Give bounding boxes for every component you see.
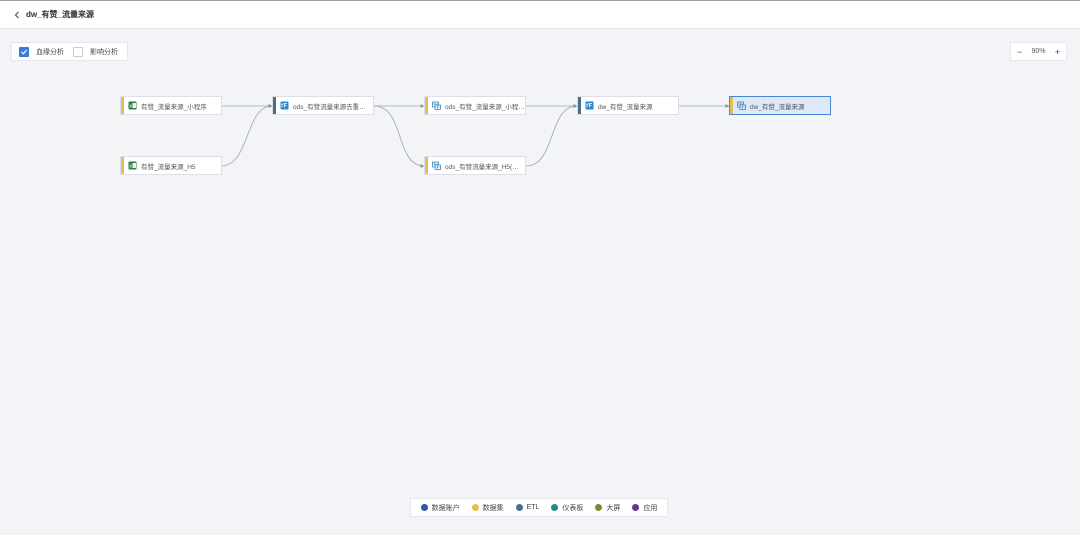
- node-ods-h5[interactable]: ods_有赞流量来源_H5(…: [424, 156, 526, 175]
- check-icon: [21, 49, 28, 55]
- node-source-h5[interactable]: x 有赞_流量来源_H5: [120, 156, 222, 175]
- dot-icon: [471, 504, 479, 511]
- table-icon: [737, 101, 746, 110]
- lineage-label[interactable]: 血缘分析: [36, 48, 64, 56]
- node-label: ods_有赞流量来源_H5(…: [445, 163, 519, 171]
- node-label: dw_有赞_流量来源: [598, 103, 653, 111]
- analysis-mode-panel: 血缘分析 影响分析: [11, 42, 128, 61]
- dataset-color-bar: [425, 97, 428, 114]
- zoom-control: − 90% +: [1010, 42, 1067, 61]
- node-dw-selected[interactable]: dw_有赞_流量来源: [729, 96, 831, 115]
- chevron-left-icon: [14, 11, 19, 18]
- edge-n3-n5: [373, 105, 425, 168]
- legend-item-dataset: 数据集: [471, 503, 504, 513]
- dataset-color-bar: [121, 97, 124, 114]
- svg-text:x: x: [129, 164, 132, 170]
- legend-item-application: 应用: [632, 503, 657, 513]
- node-etl-dedup[interactable]: ods_有赞流量来源去重…: [272, 96, 374, 115]
- impact-checkbox[interactable]: [73, 46, 83, 57]
- table-icon: [432, 161, 441, 170]
- node-ods-miniprogram[interactable]: ods_有赞_流量来源_小程…: [424, 96, 526, 115]
- dot-icon: [515, 504, 523, 511]
- zoom-level: 90%: [1031, 48, 1046, 55]
- page-title: dw_有赞_流量来源: [26, 10, 95, 19]
- dataset-color-bar: [425, 157, 428, 174]
- etl-icon: [585, 101, 594, 110]
- legend-item-big-screen: 大屏: [595, 503, 620, 513]
- dataset-color-bar: [730, 97, 733, 114]
- edge-n2-n3: [220, 104, 273, 167]
- etl-color-bar: [578, 97, 581, 114]
- svg-text:x: x: [129, 104, 132, 110]
- legend-item-data-account: 数据账户: [420, 503, 460, 513]
- dot-icon: [551, 504, 559, 511]
- legend: 数据账户 数据集 ETL 仪表板 大屏 应用: [410, 498, 668, 517]
- table-icon: [432, 101, 441, 110]
- node-label: ods_有赞_流量来源_小程…: [445, 103, 525, 111]
- node-source-miniprogram[interactable]: x 有赞_流量来源_小程序: [120, 96, 222, 115]
- legend-item-dashboard: 仪表板: [551, 503, 583, 513]
- node-etl-dw[interactable]: dw_有赞_流量来源: [577, 96, 679, 115]
- etl-color-bar: [273, 97, 276, 114]
- excel-icon: x: [128, 101, 137, 110]
- legend-item-etl: ETL: [515, 504, 539, 511]
- node-label: 有赞_流量来源_小程序: [141, 103, 207, 111]
- node-label: 有赞_流量来源_H5: [141, 163, 196, 171]
- excel-icon: x: [128, 161, 137, 170]
- lineage-checkbox[interactable]: [19, 46, 29, 57]
- zoom-out-button[interactable]: −: [1016, 46, 1023, 57]
- dataset-color-bar: [121, 157, 124, 174]
- node-label: dw_有赞_流量来源: [750, 103, 805, 111]
- edge-n5-n6: [525, 104, 578, 167]
- etl-icon: [280, 101, 289, 110]
- back-button[interactable]: [10, 8, 24, 22]
- dot-icon: [420, 504, 428, 511]
- node-label: ods_有赞流量来源去重…: [293, 103, 366, 111]
- top-bar: dw_有赞_流量来源: [0, 0, 1080, 29]
- impact-label[interactable]: 影响分析: [90, 48, 118, 56]
- dot-icon: [632, 504, 640, 511]
- dot-icon: [595, 504, 603, 511]
- zoom-in-button[interactable]: +: [1054, 46, 1061, 57]
